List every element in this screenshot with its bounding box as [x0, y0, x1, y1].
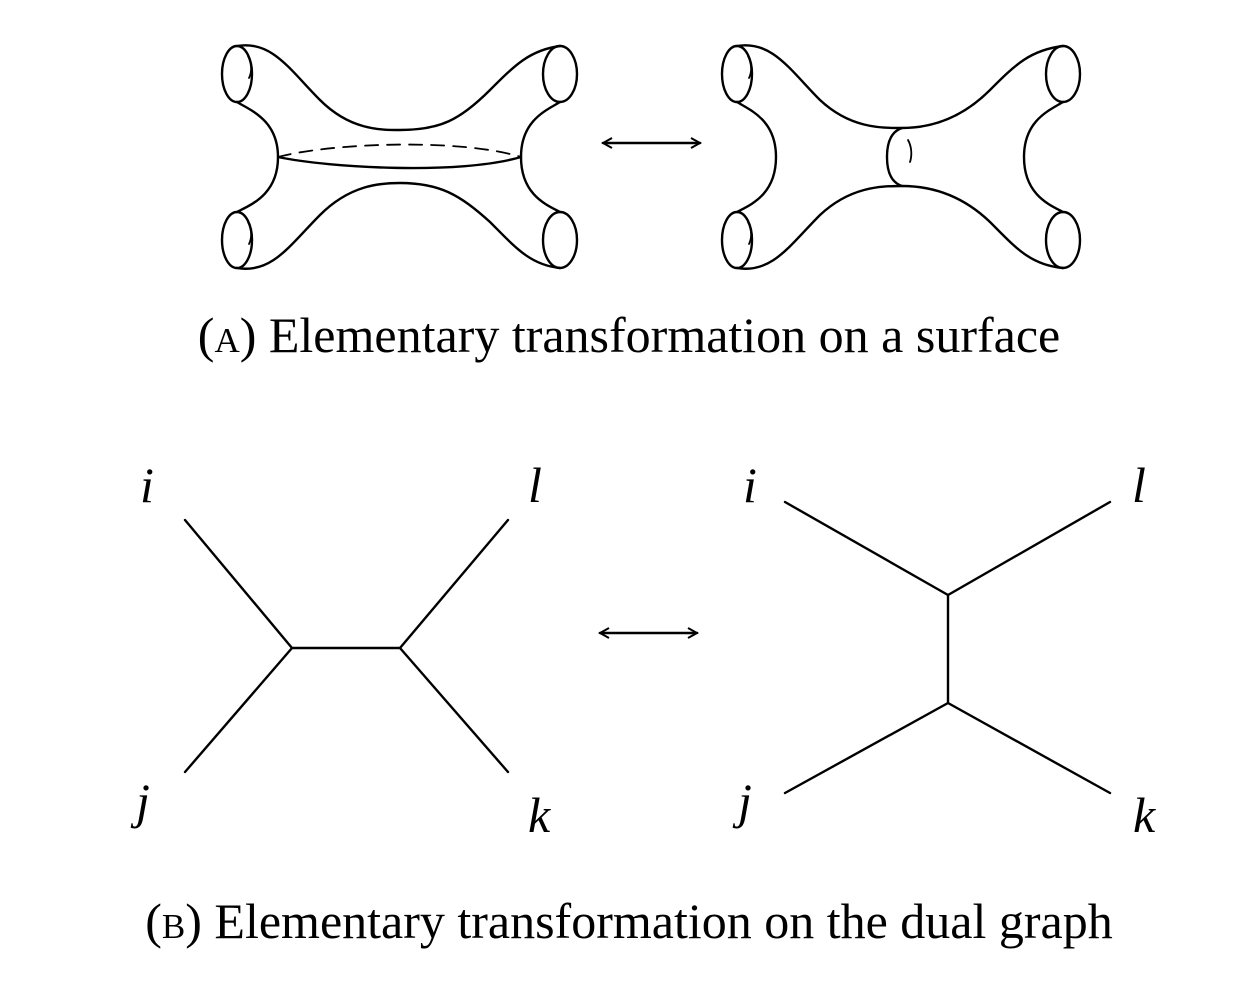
caption-b: (b) Elementary transformation on the dua… — [0, 896, 1258, 946]
graph-left: i l j k — [130, 457, 551, 843]
label-i-left: i — [140, 457, 154, 513]
label-k-right: k — [1133, 787, 1156, 843]
label-j-right: j — [732, 773, 752, 829]
caption-b-tag: b — [161, 893, 186, 949]
caption-a-tag-close: ) — [239, 307, 257, 363]
curve-solid — [276, 155, 523, 170]
caption-a-text: Elementary transformation on a surface — [256, 307, 1061, 363]
label-l-right: l — [1132, 457, 1146, 513]
label-l-left: l — [528, 457, 542, 513]
curve-dashed — [277, 143, 522, 158]
caption-b-text: Elementary transformation on the dual gr… — [201, 893, 1113, 949]
surface-left — [220, 44, 579, 270]
label-k-left: k — [528, 787, 551, 843]
label-i-right: i — [743, 457, 757, 513]
caption-a-tag: a — [214, 307, 240, 363]
graph-right: i l j k — [732, 457, 1156, 843]
caption-a-tag-open: ( — [197, 307, 215, 363]
caption-b-tag-close: ) — [185, 893, 202, 949]
surface-right — [720, 44, 1082, 270]
caption-b-tag-open: ( — [145, 893, 162, 949]
caption-a: (a) Elementary transformation on a surfa… — [0, 310, 1258, 360]
label-j-left: j — [130, 773, 150, 829]
